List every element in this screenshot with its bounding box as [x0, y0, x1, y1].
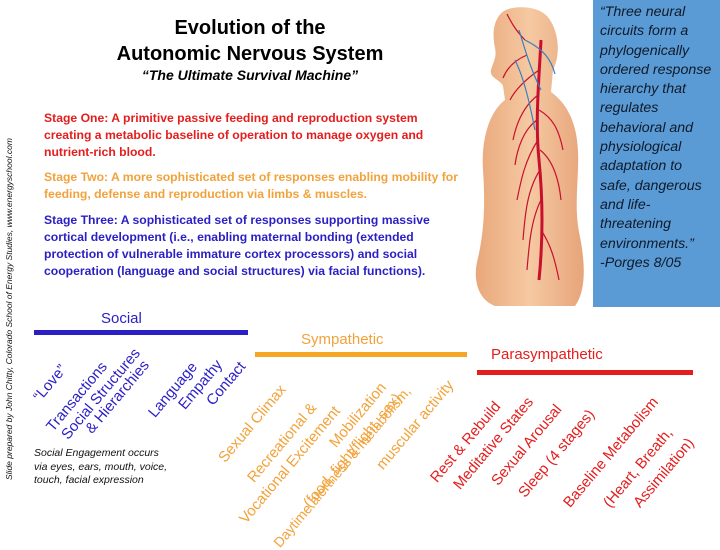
parasympathetic-bar [477, 370, 693, 375]
page-title-line1: Evolution of the [174, 17, 326, 39]
quote-attribution: -Porges 8/05 [600, 254, 682, 271]
social-group-label: Social [101, 310, 142, 327]
page-subtitle: “The Ultimate Survival Machine” [141, 67, 359, 83]
sympathetic-bar [255, 352, 467, 357]
stage-two-text: Stage Two: A more sophisticated set of r… [44, 170, 458, 201]
quote-body: “Three neural circuits form a phylogenic… [600, 4, 712, 252]
nervous-system-body-illustration [475, 7, 584, 307]
slide-credit: Slide prepared by John Chitty, Colorado … [4, 138, 14, 480]
quote-text: “Three neural circuits form a phylogenic… [600, 3, 716, 273]
parasympathetic-group-label: Parasympathetic [491, 346, 603, 363]
stage-three-text: Stage Three: A sophisticated set of resp… [44, 213, 430, 278]
quote-box: “Three neural circuits form a phylogenic… [593, 0, 720, 307]
stage-one-text: Stage One: A primitive passive feeding a… [44, 111, 424, 159]
sympathetic-group-label: Sympathetic [301, 331, 384, 348]
social-bar [34, 330, 248, 335]
page-title-line2: Autonomic Nervous System [116, 43, 384, 65]
social-engagement-note: Social Engagement occurs via eyes, ears,… [34, 447, 168, 486]
